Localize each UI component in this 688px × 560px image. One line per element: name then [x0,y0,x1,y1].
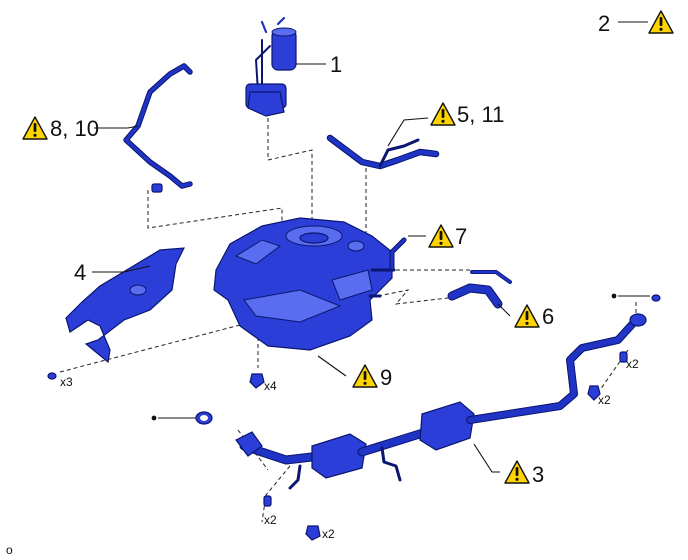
callout-6: 6 [542,304,554,329]
caution-triangle-icon [504,460,530,484]
heat-insulator [65,247,186,364]
quantity-label: x2 [598,393,611,407]
callout-9: 9 [380,365,392,390]
quantity-label: x2 [322,527,335,541]
leader-lines [92,21,650,473]
quantity-label: x2 [264,513,277,527]
caution-triangle-icon [352,364,378,388]
callout-4: 4 [74,260,86,285]
caution-triangle-icon [648,10,674,34]
caution-triangle-icon [22,116,48,140]
fasteners [47,293,661,541]
callout-1: 1 [330,52,342,77]
fuel-tube [326,134,440,170]
fuel-pump-assembly [245,16,297,117]
callout-3: 3 [532,462,544,487]
caution-triangle-icon [428,224,454,248]
fuel-tube-connector [389,237,407,271]
fuel-vent-tube [123,63,193,193]
callout-7: 7 [455,224,467,249]
figure-code: o [6,543,13,557]
quantity-label: x3 [60,375,73,389]
callout-5-11: 5, 11 [457,102,504,127]
callout-2: 2 [598,11,610,36]
fuel-tank [213,217,396,351]
quantity-label: x4 [264,379,277,393]
fuel-hose [447,270,512,309]
quantity-label: x2 [626,357,639,371]
caution-triangle-icon [430,102,456,126]
callout-8-10: 8, 10 [50,116,99,141]
exhaust-assembly [235,313,647,490]
caution-triangle-icon [514,304,540,328]
